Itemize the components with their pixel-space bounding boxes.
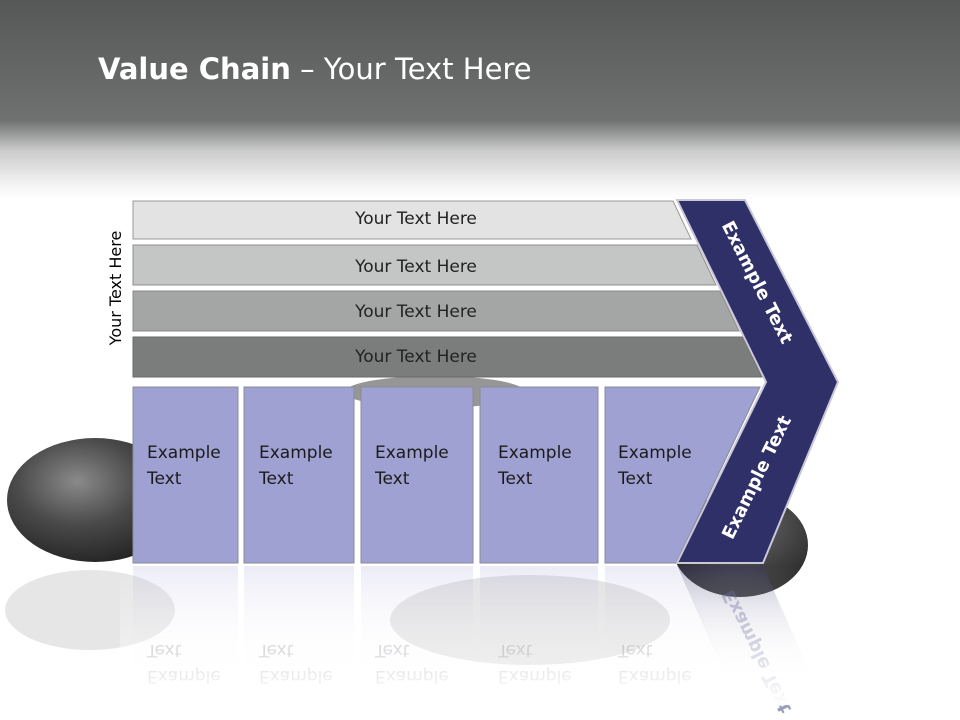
- support-bar-3: [132, 290, 740, 332]
- support-bar-2-label: Your Text Here: [354, 257, 477, 277]
- primary-box-3: [360, 386, 474, 564]
- primary-box-2: [243, 386, 355, 564]
- support-bar-4-label: Your Text Here: [354, 347, 477, 367]
- side-label: Your Text Here: [106, 231, 125, 347]
- title-bold: Value Chain: [98, 52, 291, 86]
- reflection: Example Text Example Text Example Text E…: [120, 565, 840, 717]
- primary-box-2-line1: Example: [259, 443, 333, 463]
- margin-chevron: [675, 199, 840, 564]
- support-bars: Your Text Here Your Text Here Your Text …: [132, 200, 763, 378]
- support-bar-1-label: Your Text Here: [354, 209, 477, 229]
- title-rest: – Your Text Here: [290, 52, 532, 86]
- slide-title: Value Chain – Your Text Here: [98, 52, 532, 86]
- primary-box-4-line1: Example: [498, 443, 572, 463]
- primary-box-2-text: Example Text: [258, 443, 338, 489]
- support-bar-4: [132, 336, 763, 378]
- title-band: Value Chain – Your Text Here: [0, 0, 960, 200]
- primary-box-4-text: Example Text: [497, 443, 577, 489]
- primary-boxes: Example Text Example Text Example Text E…: [132, 386, 761, 564]
- support-bar-3-label: Your Text Here: [354, 302, 477, 322]
- primary-box-1-line1: Example: [147, 443, 221, 463]
- reflection-fade: [120, 565, 840, 705]
- primary-box-4: [479, 386, 599, 564]
- primary-box-3-line1: Example: [375, 443, 449, 463]
- primary-box-1: [132, 386, 239, 564]
- primary-box-1-line2: Text: [146, 469, 182, 489]
- primary-box-5-text: Example Text: [617, 443, 697, 489]
- primary-box-3-line2: Text: [374, 469, 410, 489]
- primary-box-5-line2: Text: [617, 469, 653, 489]
- primary-box-2-line2: Text: [258, 469, 294, 489]
- primary-box-1-text: Example Text: [146, 443, 226, 489]
- support-bar-1: [132, 200, 692, 240]
- primary-box-4-line2: Text: [497, 469, 533, 489]
- support-bar-2: [132, 244, 717, 286]
- primary-box-5-line1: Example: [618, 443, 692, 463]
- primary-box-3-text: Example Text: [374, 443, 454, 489]
